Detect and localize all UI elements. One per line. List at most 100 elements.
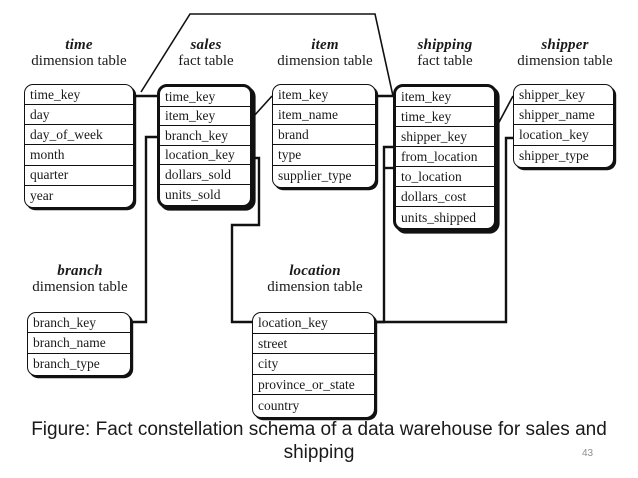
connector-sales-branch — [131, 135, 157, 324]
table-kind-time: dimension table — [31, 52, 127, 69]
field-label: year — [30, 187, 54, 203]
table-name-location: location — [289, 263, 341, 279]
connector-sales-location — [230, 156, 261, 324]
field-label: dollars_sold — [165, 166, 231, 182]
field-shipping-dollars-cost[interactable]: dollars_cost — [396, 187, 494, 208]
field-shipping-shipper-key[interactable]: shipper_key — [396, 127, 494, 148]
field-sales-item-key[interactable]: item_key — [160, 107, 250, 127]
field-label: item_key — [165, 108, 216, 124]
field-branch-branch-name[interactable]: branch_name — [28, 333, 130, 354]
field-label: quarter — [30, 167, 69, 183]
field-sales-dollars-sold[interactable]: dollars_sold — [160, 165, 250, 185]
field-label: location_key — [519, 127, 589, 143]
field-sales-location-key[interactable]: location_key — [160, 146, 250, 166]
field-shipping-time-key[interactable]: time_key — [396, 107, 494, 128]
field-label: day — [30, 106, 50, 122]
field-time-time-key[interactable]: time_key — [25, 85, 133, 106]
field-label: country — [258, 397, 300, 413]
table-kind-shipper: dimension table — [517, 52, 613, 69]
field-item-item-key[interactable]: item_key — [273, 85, 375, 106]
table-name-shipper: shipper — [541, 37, 589, 53]
connector-sales-item — [252, 95, 273, 118]
field-label: type — [278, 147, 302, 163]
field-label: dollars_cost — [401, 189, 467, 205]
table-kind-branch: dimension table — [32, 278, 128, 295]
field-item-item-name[interactable]: item_name — [273, 105, 375, 126]
table-name-sales: sales — [190, 37, 222, 53]
field-label: day_of_week — [30, 127, 103, 143]
connector-location-shipper — [375, 136, 513, 324]
table-box-branch[interactable]: branch_key branch_name branch_type — [27, 312, 131, 376]
field-label: province_or_state — [258, 376, 355, 392]
field-shipper-shipper-key[interactable]: shipper_key — [514, 85, 613, 106]
field-label: street — [258, 335, 288, 351]
field-time-day-of-week[interactable]: day_of_week — [25, 125, 133, 146]
field-label: shipper_type — [519, 147, 589, 163]
field-shipping-from-location[interactable]: from_location — [396, 147, 494, 168]
field-sales-time-key[interactable]: time_key — [160, 87, 250, 107]
field-shipping-to-location[interactable]: to_location — [396, 167, 494, 188]
field-branch-branch-key[interactable]: branch_key — [28, 313, 130, 334]
field-label: city — [258, 356, 279, 372]
field-time-quarter[interactable]: quarter — [25, 166, 133, 186]
connector-shipping-shipper — [496, 95, 514, 127]
field-shipper-location-key[interactable]: location_key — [514, 125, 613, 146]
field-time-year[interactable]: year — [25, 186, 133, 206]
field-label: branch_key — [165, 127, 228, 143]
field-label: location_key — [165, 147, 235, 163]
table-kind-shipping: fact table — [417, 52, 473, 69]
field-label: branch_key — [33, 314, 96, 330]
table-name-shipping: shipping — [417, 37, 473, 53]
field-shipping-units-shipped[interactable]: units_shipped — [396, 207, 494, 227]
field-item-type[interactable]: type — [273, 145, 375, 166]
field-time-day[interactable]: day — [25, 105, 133, 126]
field-item-supplier-type[interactable]: supplier_type — [273, 166, 375, 186]
field-label: shipper_key — [519, 86, 585, 102]
field-shipping-item-key[interactable]: item_key — [396, 87, 494, 108]
field-label: branch_name — [33, 335, 106, 351]
field-item-brand[interactable]: brand — [273, 125, 375, 146]
field-label: supplier_type — [278, 167, 352, 183]
field-sales-branch-key[interactable]: branch_key — [160, 126, 250, 146]
table-kind-item: dimension table — [277, 52, 373, 69]
field-location-city[interactable]: city — [253, 354, 374, 375]
field-branch-branch-type[interactable]: branch_type — [28, 354, 130, 374]
field-label: to_location — [401, 169, 462, 185]
connector-shipping-location — [375, 145, 393, 324]
field-sales-units-sold[interactable]: units_sold — [160, 185, 250, 205]
field-label: brand — [278, 127, 309, 143]
field-location-province-or-state[interactable]: province_or_state — [253, 375, 374, 396]
field-label: time_key — [401, 108, 452, 124]
field-shipper-shipper-type[interactable]: shipper_type — [514, 146, 613, 166]
table-kind-location: dimension table — [267, 278, 363, 295]
field-location-country[interactable]: country — [253, 395, 374, 416]
field-time-month[interactable]: month — [25, 145, 133, 166]
field-label: shipper_name — [519, 107, 595, 123]
field-shipper-shipper-name[interactable]: shipper_name — [514, 105, 613, 126]
field-label: units_sold — [165, 187, 221, 203]
field-location-street[interactable]: street — [253, 334, 374, 355]
table-kind-sales: fact table — [178, 52, 234, 69]
field-label: shipper_key — [401, 128, 467, 144]
field-label: item_name — [278, 106, 338, 122]
field-location-location-key[interactable]: location_key — [253, 313, 374, 334]
figure-caption: Figure: Fact constellation schema of a d… — [31, 419, 607, 464]
field-label: branch_type — [33, 355, 100, 371]
field-label: month — [30, 147, 65, 163]
field-label: time_key — [165, 88, 216, 104]
